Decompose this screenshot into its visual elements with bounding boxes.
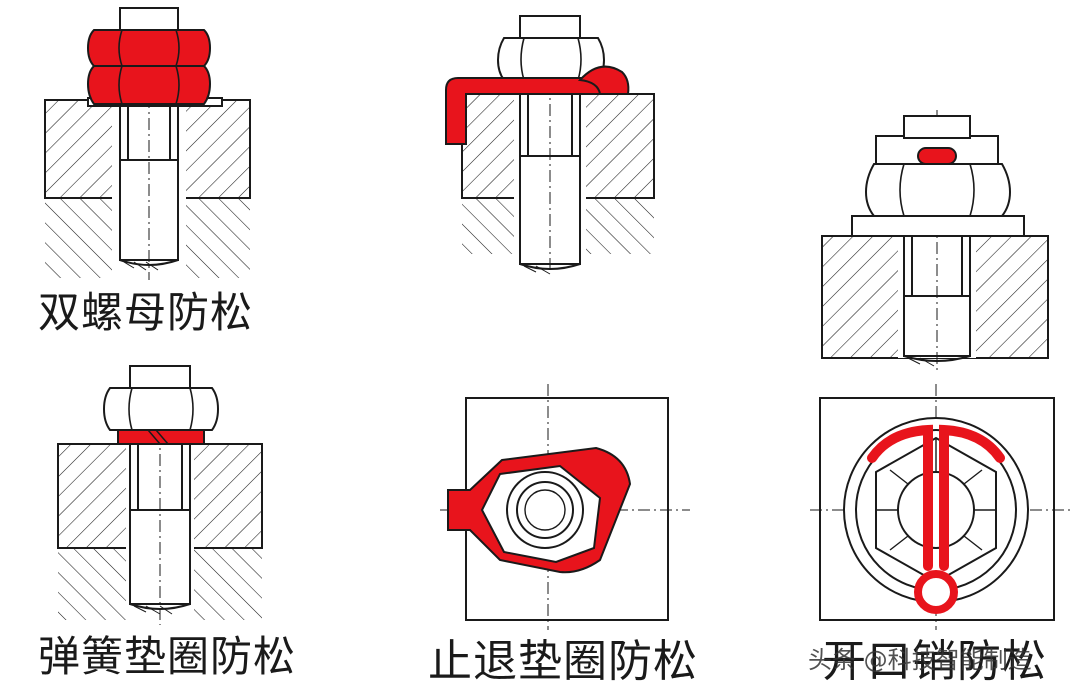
tab-washer-side-diagram (445, 15, 655, 275)
spring-washer-diagram (57, 365, 263, 625)
caption-double-nut: 双螺母防松 (38, 288, 254, 337)
tab-washer-top-diagram (440, 384, 690, 630)
cotter-pin-side-diagram (821, 110, 1049, 372)
watermark: 头条 @科技智能制造 (808, 646, 1032, 674)
cotter-pin-top-diagram (810, 384, 1070, 630)
double-nut-diagram (44, 7, 251, 280)
caption-spring-washer: 弹簧垫圈防松 (38, 632, 297, 681)
caption-cotter-pin: 开口销防松 (822, 636, 1047, 687)
caption-tab-washer: 止退垫圈防松 (428, 636, 698, 687)
